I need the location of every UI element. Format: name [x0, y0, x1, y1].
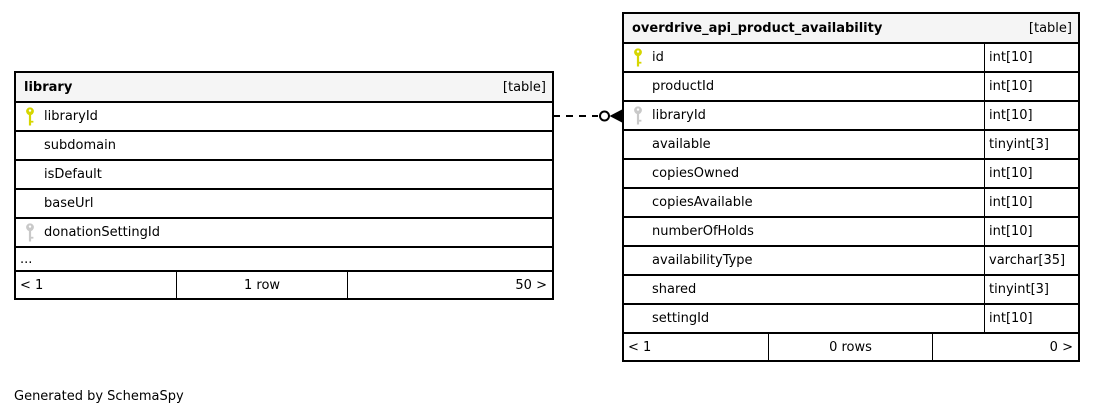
column-type: varchar[35]: [984, 247, 1078, 274]
table-row-available[interactable]: available tinyint[3]: [624, 131, 1078, 160]
table-header-library: library [table]: [16, 73, 552, 103]
column-name: subdomain: [44, 138, 116, 153]
column-type: tinyint[3]: [984, 131, 1078, 158]
relationship-connector: [553, 109, 622, 123]
column-type: int[10]: [984, 44, 1078, 71]
column-name: id: [652, 50, 664, 65]
row-main: availabilityType: [624, 247, 984, 274]
table-row-libraryId[interactable]: libraryId: [16, 103, 552, 132]
paginator-info: 1 row: [177, 272, 349, 298]
column-name: isDefault: [44, 167, 102, 182]
primary-key-icon: [630, 48, 646, 67]
paginator-library: < 1 1 row 50 >: [16, 272, 552, 298]
column-name: available: [652, 137, 711, 152]
row-main: shared: [624, 276, 984, 303]
column-type: int[10]: [984, 218, 1078, 245]
table-row-copiesOwned[interactable]: copiesOwned int[10]: [624, 160, 1078, 189]
column-name: numberOfHolds: [652, 224, 754, 239]
column-type: int[10]: [984, 73, 1078, 100]
column-type: int[10]: [984, 189, 1078, 216]
paginator-overdrive: < 1 0 rows 0 >: [624, 334, 1078, 360]
column-name: libraryId: [652, 108, 706, 123]
table-name-library[interactable]: library: [24, 79, 73, 95]
table-row-copiesAvailable[interactable]: copiesAvailable int[10]: [624, 189, 1078, 218]
column-name: donationSettingId: [44, 225, 160, 240]
primary-key-icon: [22, 107, 38, 126]
table-row-productId[interactable]: productId int[10]: [624, 73, 1078, 102]
ellipsis-row[interactable]: ...: [16, 248, 552, 272]
table-row-shared[interactable]: shared tinyint[3]: [624, 276, 1078, 305]
column-type: int[10]: [984, 102, 1078, 129]
table-row-libraryId-fk[interactable]: libraryId int[10]: [624, 102, 1078, 131]
row-main: libraryId: [16, 103, 552, 130]
table-name-overdrive[interactable]: overdrive_api_product_availability: [632, 20, 883, 36]
table-row-donationSettingId[interactable]: donationSettingId: [16, 219, 552, 248]
row-main: productId: [624, 73, 984, 100]
column-type: tinyint[3]: [984, 276, 1078, 303]
row-main: copiesOwned: [624, 160, 984, 187]
table-header-overdrive: overdrive_api_product_availability [tabl…: [624, 14, 1078, 44]
row-main: copiesAvailable: [624, 189, 984, 216]
paginator-info: 0 rows: [769, 334, 933, 360]
row-main: settingId: [624, 305, 984, 332]
table-row-isDefault[interactable]: isDefault: [16, 161, 552, 190]
column-name: baseUrl: [44, 196, 94, 211]
table-row-availabilityType[interactable]: availabilityType varchar[35]: [624, 247, 1078, 276]
ellipsis-label: ...: [20, 251, 33, 267]
column-name: availabilityType: [652, 253, 753, 268]
column-type: int[10]: [984, 305, 1078, 332]
row-main: baseUrl: [16, 190, 552, 217]
table-kind-label: [table]: [1028, 20, 1072, 36]
foreign-key-icon: [22, 223, 38, 242]
paginator-prev[interactable]: < 1: [16, 272, 177, 298]
row-main: available: [624, 131, 984, 158]
column-name: shared: [652, 282, 697, 297]
column-type: int[10]: [984, 160, 1078, 187]
zero-cardinality-circle: [599, 110, 610, 122]
paginator-next[interactable]: 0 >: [1049, 339, 1073, 355]
row-main: subdomain: [16, 132, 552, 159]
column-name: libraryId: [44, 109, 98, 124]
table-row-numberOfHolds[interactable]: numberOfHolds int[10]: [624, 218, 1078, 247]
table-row-settingId[interactable]: settingId int[10]: [624, 305, 1078, 334]
column-name: copiesAvailable: [652, 195, 753, 210]
table-overdrive-api-product-availability: overdrive_api_product_availability [tabl…: [622, 12, 1080, 362]
table-row-id[interactable]: id int[10]: [624, 44, 1078, 73]
column-name: settingId: [652, 311, 710, 326]
row-main: libraryId: [624, 102, 984, 129]
column-name: copiesOwned: [652, 166, 740, 181]
foreign-key-icon: [630, 106, 646, 125]
table-row-subdomain[interactable]: subdomain: [16, 132, 552, 161]
crow-foot-arrow: [609, 109, 622, 123]
generated-by-note: Generated by SchemaSpy: [14, 389, 184, 404]
paginator-next[interactable]: 50 >: [515, 277, 547, 293]
row-main: numberOfHolds: [624, 218, 984, 245]
row-main: id: [624, 44, 984, 71]
column-name: productId: [652, 79, 715, 94]
row-main: donationSettingId: [16, 219, 552, 246]
table-row-baseUrl[interactable]: baseUrl: [16, 190, 552, 219]
table-library: library [table] libraryId subdomain: [14, 71, 554, 300]
row-main: isDefault: [16, 161, 552, 188]
table-kind-label: [table]: [502, 79, 546, 95]
paginator-prev[interactable]: < 1: [624, 334, 770, 360]
